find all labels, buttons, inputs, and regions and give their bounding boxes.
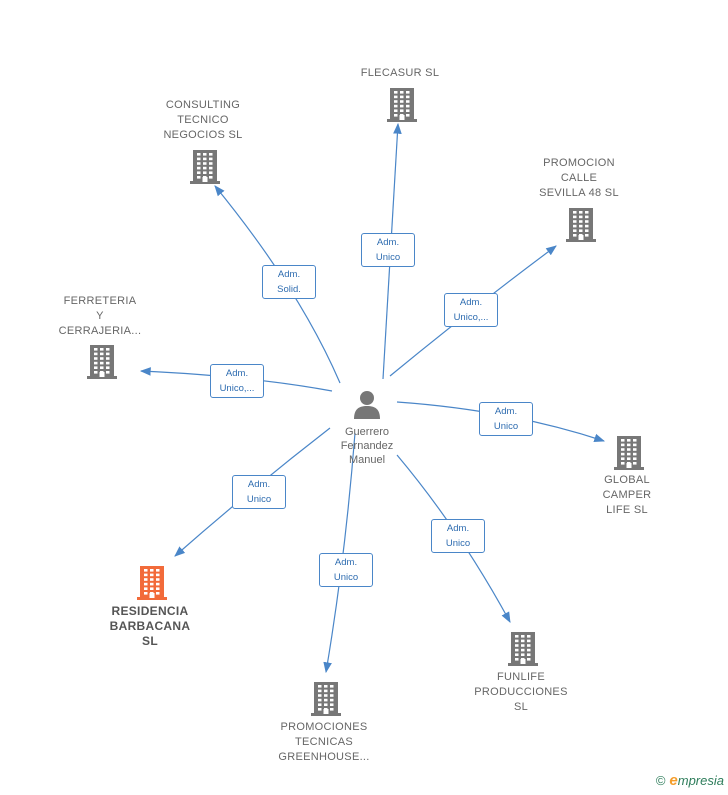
company-label-promociones-tecnicas[interactable]: PROMOCIONES TECNICAS GREENHOUSE... xyxy=(278,721,370,763)
role-line-2: Unico xyxy=(493,421,519,432)
role-line-2: Unico xyxy=(445,538,471,549)
building-icon[interactable] xyxy=(566,206,596,242)
building-icon[interactable] xyxy=(311,680,341,716)
company-label-consulting[interactable]: CONSULTING TECNICO NEGOCIOS SL xyxy=(163,99,243,141)
building-icon[interactable] xyxy=(508,630,538,666)
role-line-2: Unico xyxy=(375,252,401,263)
company-label-global-camper[interactable]: GLOBAL CAMPER LIFE SL xyxy=(602,474,652,516)
role-line-1: Adm. xyxy=(334,557,358,568)
role-line-2: Unico,... xyxy=(219,383,255,394)
company-label-funlife[interactable]: FUNLIFE PRODUCCIONES SL xyxy=(474,671,568,713)
role-line-2: Unico xyxy=(246,494,272,505)
role-line-1: Adm. xyxy=(446,523,470,534)
role-line-1: Adm. xyxy=(376,237,400,248)
role-badge-flecasur[interactable]: Adm. Unico xyxy=(361,233,415,267)
role-badge-consulting[interactable]: Adm. Solid. xyxy=(262,265,316,299)
person-name[interactable]: Guerrero Fernandez Manuel xyxy=(340,426,394,466)
brand-name: mpresia xyxy=(677,773,724,788)
role-line-1: Adm. xyxy=(494,406,518,417)
role-line-1: Adm. xyxy=(277,269,301,280)
building-icon[interactable] xyxy=(387,86,417,122)
role-line-2: Unico xyxy=(333,572,359,583)
role-badge-ferreteria[interactable]: Adm. Unico,... xyxy=(210,364,264,398)
role-line-1: Adm. xyxy=(225,368,249,379)
copyright-icon: © xyxy=(655,773,666,788)
role-line-1: Adm. xyxy=(247,479,271,490)
role-line-2: Solid. xyxy=(277,284,301,295)
brand-logo: ©empresia xyxy=(656,772,724,789)
building-icon[interactable] xyxy=(190,148,220,184)
role-badge-promocion-calle[interactable]: Adm. Unico,... xyxy=(444,293,498,327)
person-icon[interactable] xyxy=(352,389,382,419)
role-line-2: Unico,... xyxy=(453,312,489,323)
company-label-residencia[interactable]: RESIDENCIA BARBACANA SL xyxy=(109,604,191,648)
company-label-promocion-calle[interactable]: PROMOCION CALLE SEVILLA 48 SL xyxy=(539,157,619,199)
role-badge-global-camper[interactable]: Adm. Unico xyxy=(479,402,533,436)
role-badge-promociones-tecnicas[interactable]: Adm. Unico xyxy=(319,553,373,587)
company-label-flecasur[interactable]: FLECASUR SL xyxy=(360,67,440,79)
role-line-1: Adm. xyxy=(459,297,483,308)
role-badge-residencia[interactable]: Adm. Unico xyxy=(232,475,286,509)
building-icon[interactable] xyxy=(614,434,644,470)
building-icon[interactable] xyxy=(87,343,117,379)
company-label-ferreteria[interactable]: FERRETERIA Y CERRAJERIA... xyxy=(58,295,142,337)
role-badge-funlife[interactable]: Adm. Unico xyxy=(431,519,485,553)
building-icon[interactable] xyxy=(137,564,167,600)
brand-e: e xyxy=(669,772,678,789)
